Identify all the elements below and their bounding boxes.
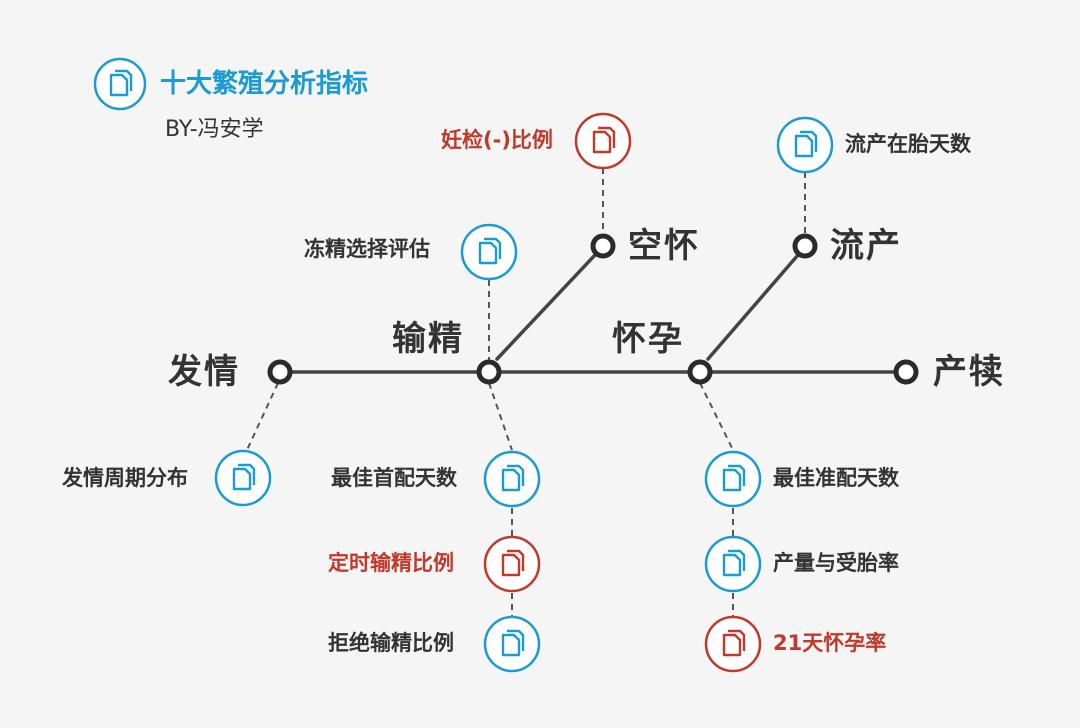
connector-first-breeding: [488, 382, 513, 451]
branch-empty: [495, 253, 597, 361]
pregnancy-rate-document-icon[interactable]: [704, 615, 762, 673]
stage-pregnancy: 怀孕: [612, 319, 684, 359]
node-empty: [590, 233, 616, 259]
label-estrus-cycle: 发情周期分布: [62, 466, 188, 490]
label-pregnancy-rate-21d: 21天怀孕率: [773, 631, 887, 655]
frozen-semen-document-icon[interactable]: [460, 223, 518, 281]
stage-estrus: 发情: [168, 352, 240, 392]
branch-abortion: [706, 253, 800, 361]
page-title: 十大繁殖分析指标: [160, 69, 369, 99]
timed-ai-document-icon[interactable]: [483, 535, 541, 593]
title-document-icon: [93, 57, 147, 111]
node-estrus: [267, 359, 293, 385]
node-pregnancy: [687, 359, 713, 385]
connector-estrus-cycle: [246, 382, 279, 451]
connector-best-breeding: [699, 382, 734, 451]
stage-abortion: 流产: [830, 226, 902, 266]
first-breeding-document-icon[interactable]: [483, 450, 541, 508]
node-calving: [893, 359, 919, 385]
preg-check-document-icon[interactable]: [574, 112, 632, 170]
estrus-cycle-document-icon[interactable]: [214, 449, 272, 507]
label-frozen-semen: 冻精选择评估: [304, 237, 430, 261]
stage-insemination: 输精: [392, 319, 464, 359]
label-abortion-days: 流产在胎天数: [845, 132, 971, 156]
stage-empty: 空怀: [628, 226, 700, 266]
label-best-first-breeding: 最佳首配天数: [331, 466, 457, 490]
label-yield-conception: 产量与受胎率: [773, 551, 899, 575]
label-timed-ai-ratio: 定时输精比例: [328, 551, 454, 575]
node-insemination: [476, 359, 502, 385]
label-best-breeding-days: 最佳准配天数: [773, 466, 899, 490]
refuse-ai-document-icon[interactable]: [483, 615, 541, 673]
page-subtitle: BY-冯安学: [165, 117, 264, 142]
stage-calving: 产犊: [933, 352, 1005, 392]
label-preg-check-negative: 妊检(-)比例: [441, 128, 553, 152]
label-refuse-ai-ratio: 拒绝输精比例: [328, 631, 454, 655]
yield-document-icon[interactable]: [704, 535, 762, 593]
best-breeding-document-icon[interactable]: [704, 450, 762, 508]
abortion-days-document-icon[interactable]: [776, 116, 834, 174]
node-abortion: [792, 233, 818, 259]
